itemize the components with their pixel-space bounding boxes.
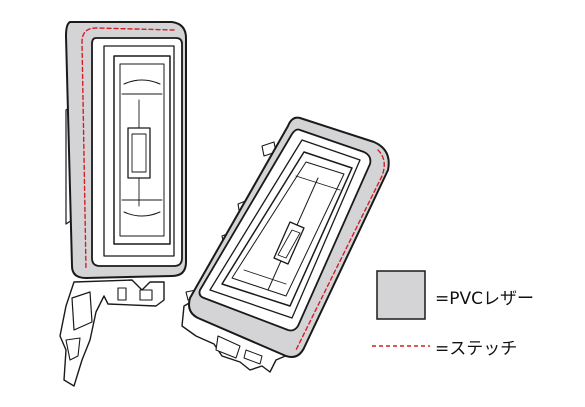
legend bbox=[372, 270, 430, 347]
legend-pvc-row: =PVCレザー bbox=[435, 284, 534, 309]
legend-pvc-label: =PVCレザー bbox=[435, 289, 534, 309]
right-trim-part bbox=[181, 116, 390, 373]
legend-stitch-label: =ステッチ bbox=[435, 339, 518, 359]
right-stitch-line bbox=[295, 149, 385, 351]
left-trim-part bbox=[59, 21, 187, 387]
legend-stitch-row: =ステッチ bbox=[435, 334, 517, 359]
pvc-swatch bbox=[376, 270, 426, 320]
left-stitch-line bbox=[81, 27, 175, 271]
